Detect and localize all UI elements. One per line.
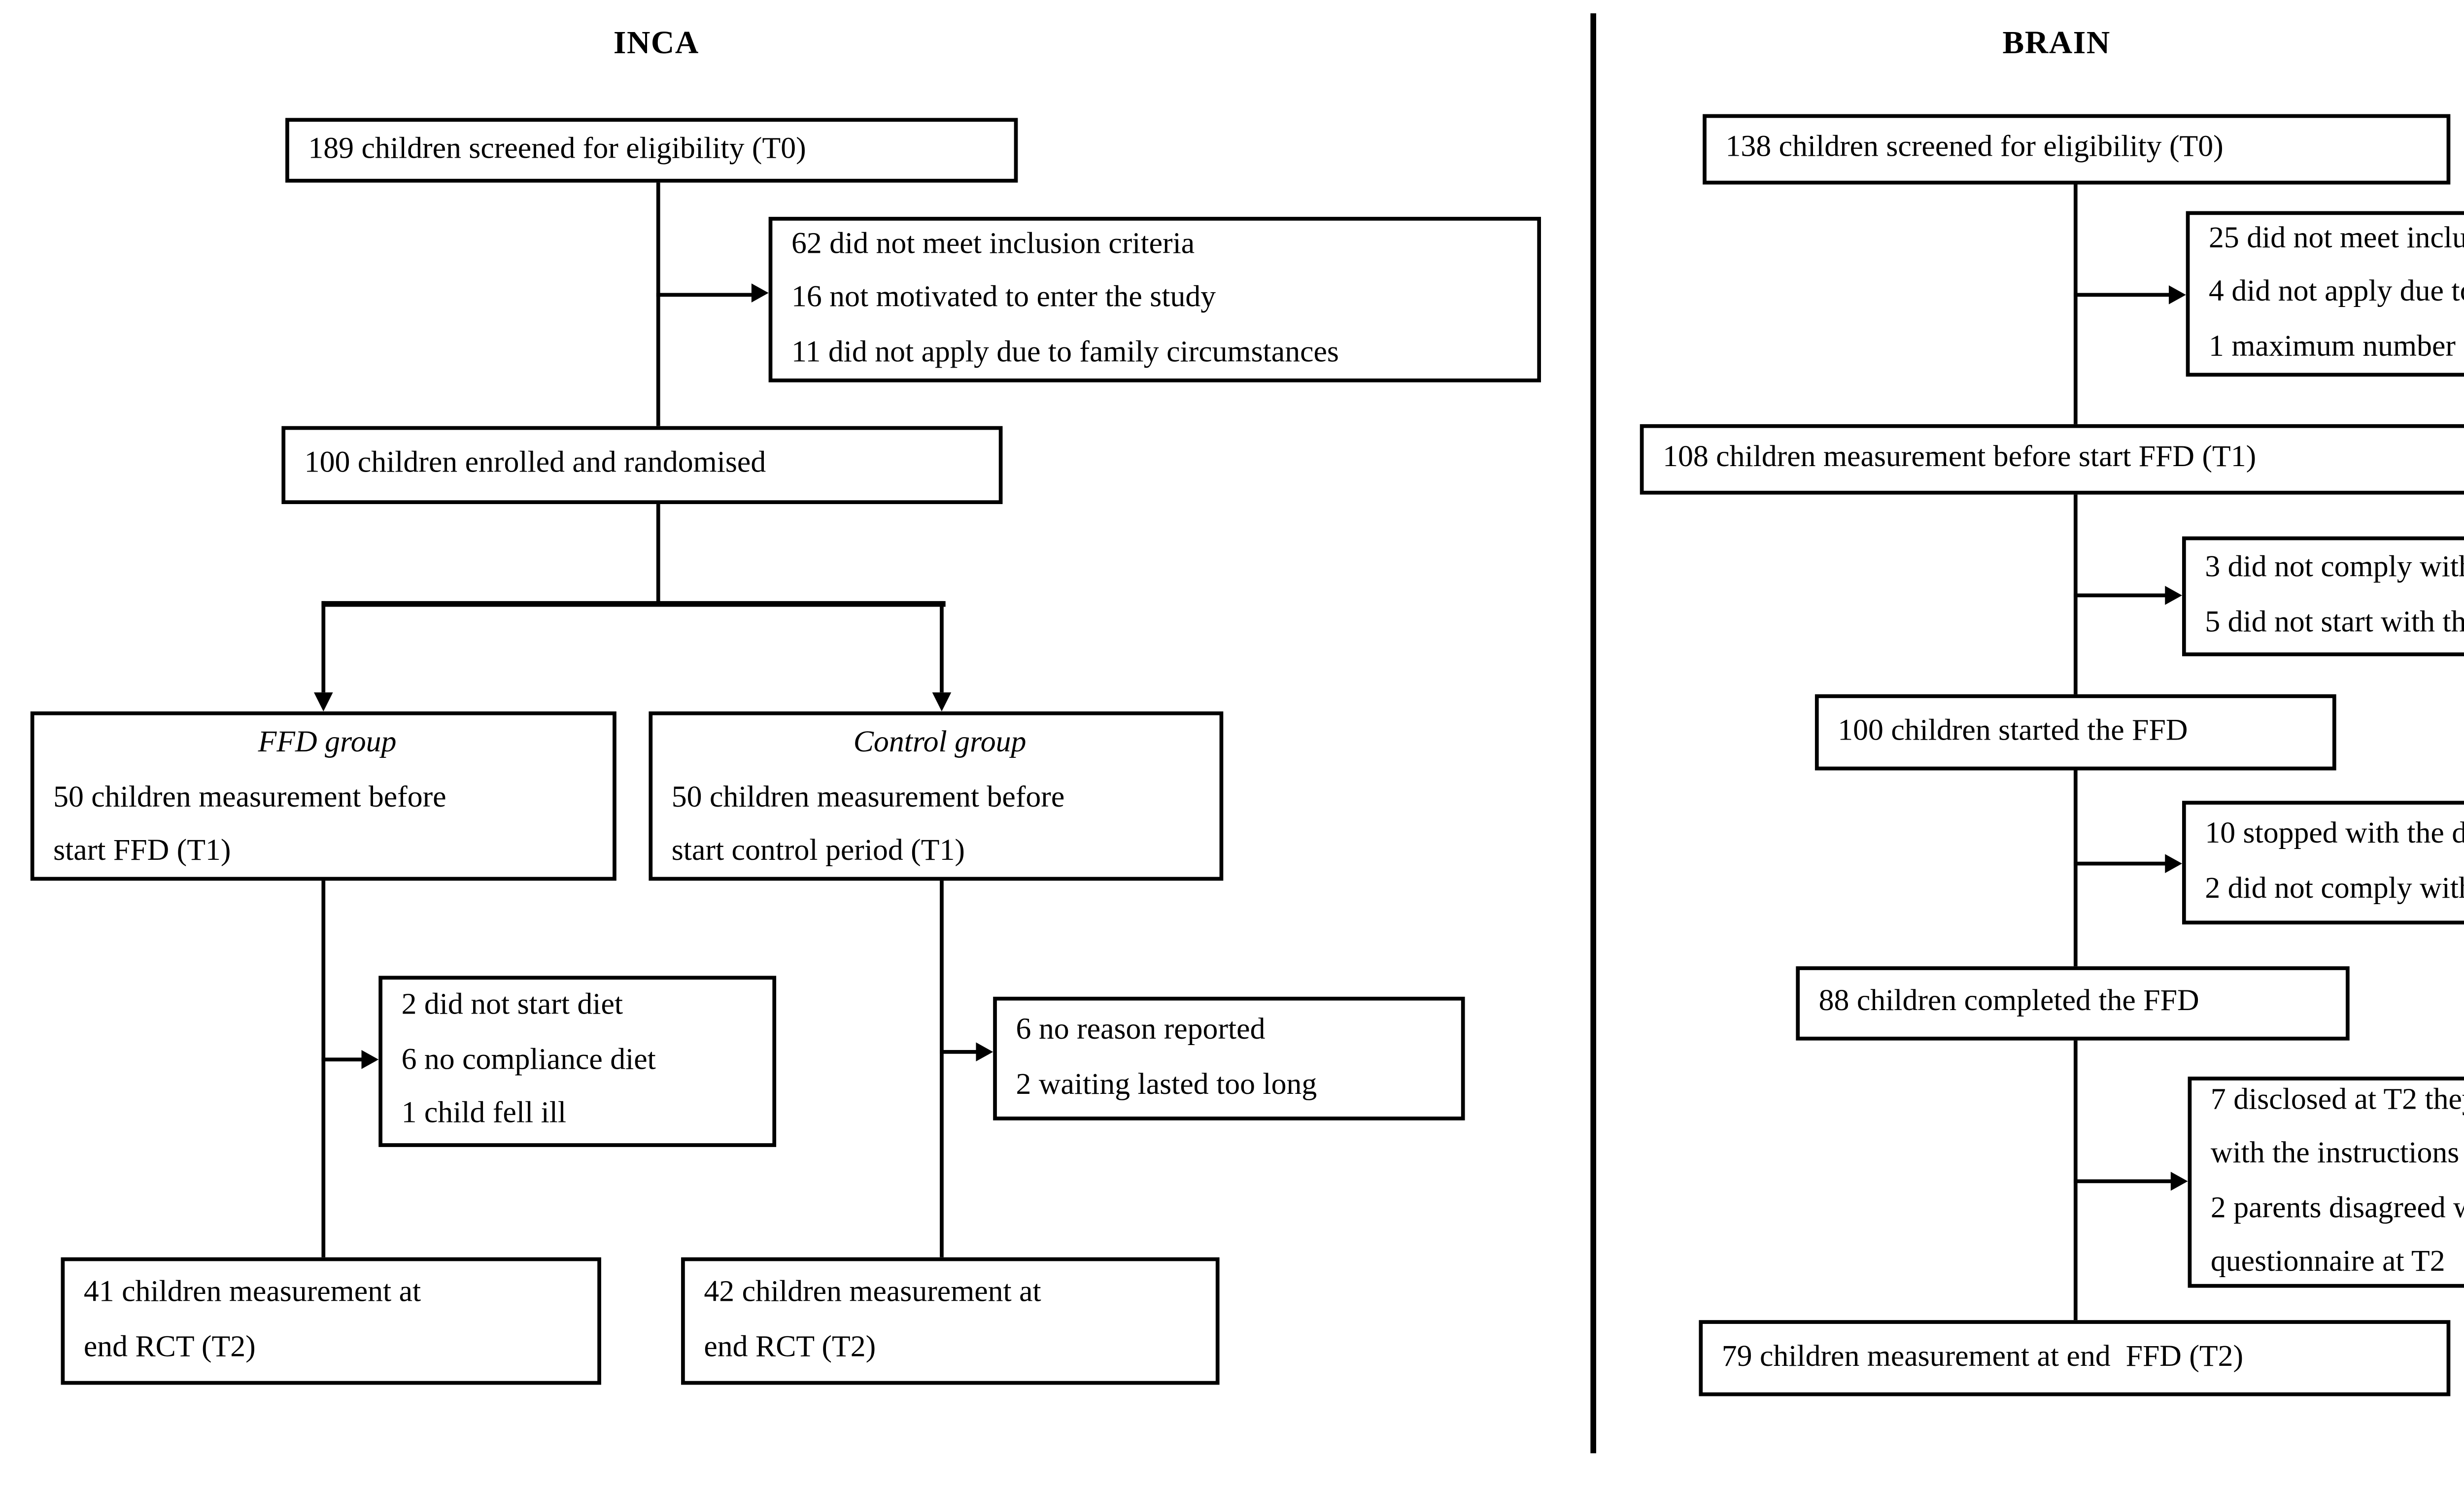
exclusion-line: 25 did not meet inclusion criteria: [2209, 222, 2464, 255]
inca-control-dropout-box: 6 no reason reported 2 waiting lasted to…: [993, 996, 1465, 1120]
inca-control-end-box: 42 children measurement at end RCT (T2): [681, 1257, 1220, 1385]
end-line: 41 children measurement at: [83, 1276, 421, 1309]
arrowhead-right-icon: [2165, 585, 2182, 604]
connector-line: [656, 182, 660, 426]
inca-ffd-end-box: 41 children measurement at end RCT (T2): [61, 1257, 601, 1385]
exclusion-line: 10 stopped with the diet: [2205, 818, 2464, 850]
brain-title: BRAIN: [2002, 25, 2111, 61]
inca-ffd-group-box: FFD group 50 children measurement before…: [30, 711, 616, 881]
dropout-line: 6 no reason reported: [1016, 1014, 1266, 1047]
connector-line: [940, 601, 944, 693]
control-group-line: start control period (T1): [671, 835, 965, 868]
dropout-line: 1 child fell ill: [401, 1098, 567, 1131]
arrowhead-right-icon: [2170, 1171, 2188, 1190]
inca-enrolled-box: 100 children enrolled and randomised: [281, 426, 1003, 505]
brain-started-box: 100 children started the FFD: [1814, 694, 2336, 771]
connector-line: [2073, 770, 2078, 967]
branch-bar: [321, 601, 946, 607]
exclusion-line: 11 did not apply due to family circumsta…: [791, 336, 1339, 369]
inca-control-group-box: Control group 50 children measurement be…: [649, 711, 1224, 881]
exclusion-line: 3 did not comply with the instructions: [2205, 551, 2464, 584]
connector-line: [940, 1050, 982, 1054]
end-line: end RCT (T2): [704, 1330, 876, 1363]
arrowhead-right-icon: [751, 283, 769, 303]
ffd-group-line: start FFD (T1): [53, 835, 231, 868]
arrowhead-right-icon: [2165, 853, 2182, 873]
brain-not-started-box: 3 did not comply with the instructions 5…: [2182, 536, 2464, 656]
control-group-line: 50 children measurement before: [671, 780, 1065, 813]
brain-end-box: 79 children measurement at end FFD (T2): [1699, 1320, 2451, 1396]
brain-before-start-text: 108 children measurement before start FF…: [1663, 441, 2257, 474]
brain-excluded-t2-box: 7 disclosed at T2 they had not complied …: [2188, 1077, 2464, 1288]
exclusion-line: 5 did not start with the diet: [2205, 606, 2464, 639]
brain-screened-box: 138 children screened for eligibility (T…: [1703, 114, 2451, 185]
inca-exclusion-screening-box: 62 did not meet inclusion criteria 16 no…: [768, 217, 1541, 382]
dropout-line: 6 no compliance diet: [401, 1044, 656, 1077]
brain-completed-box: 88 children completed the FFD: [1796, 966, 2350, 1041]
connector-line: [2073, 293, 2171, 297]
dropout-line: 2 waiting lasted too long: [1016, 1068, 1317, 1101]
dropout-line: 2 did not start diet: [401, 989, 623, 1022]
end-line: end RCT (T2): [83, 1330, 256, 1363]
ffd-group-line: 50 children measurement before: [53, 780, 446, 813]
connector-line: [321, 1057, 368, 1062]
brain-exclusion-screening-box: 25 did not meet inclusion criteria 4 did…: [2186, 211, 2464, 377]
connector-line: [321, 601, 326, 693]
exclusion-line: 2 parents disagreed when answering the: [2210, 1191, 2464, 1224]
control-group-heading: Control group: [853, 726, 1027, 759]
exclusion-line: 2 did not comply with the instructions: [2205, 872, 2464, 905]
brain-screened-text: 138 children screened for eligibility (T…: [1725, 132, 2224, 164]
arrowhead-down-icon: [313, 692, 332, 711]
connector-line: [940, 880, 944, 1257]
connector-line: [2073, 861, 2167, 866]
ffd-group-heading: FFD group: [258, 726, 397, 759]
connector-line: [656, 292, 755, 296]
connector-line: [2073, 184, 2078, 424]
arrowhead-right-icon: [361, 1049, 379, 1068]
inca-title: INCA: [613, 25, 699, 61]
exclusion-line: 4 did not apply due to family circumstan…: [2209, 276, 2464, 309]
exclusion-line: 16 not motivated to enter the study: [791, 282, 1216, 314]
connector-line: [321, 880, 326, 1257]
end-line: 42 children measurement at: [704, 1276, 1041, 1309]
arrowhead-right-icon: [976, 1041, 993, 1061]
brain-completed-text: 88 children completed the FFD: [1818, 985, 2199, 1018]
connector-line: [2073, 593, 2167, 598]
inca-ffd-dropout-box: 2 did not start diet 6 no compliance die…: [378, 976, 777, 1147]
arrowhead-right-icon: [2168, 284, 2186, 304]
arrowhead-down-icon: [931, 692, 951, 711]
brain-started-text: 100 children started the FFD: [1838, 714, 2188, 747]
brain-end-text: 79 children measurement at end FFD (T2): [1721, 1340, 2244, 1373]
exclusion-line: 1 maximum number of participants reached: [2209, 330, 2464, 363]
connector-line: [2073, 1179, 2173, 1184]
inca-enrolled-text: 100 children enrolled and randomised: [304, 447, 766, 480]
connector-line: [656, 504, 660, 603]
exclusion-line: with the instructions: [2210, 1137, 2460, 1170]
brain-stopped-box: 10 stopped with the diet 2 did not compl…: [2182, 801, 2464, 925]
exclusion-line: questionnaire at T2: [2210, 1246, 2445, 1279]
inca-screened-text: 189 children screened for eligibility (T…: [308, 133, 806, 165]
exclusion-line: 7 disclosed at T2 they had not complied: [2210, 1083, 2464, 1116]
panel-divider: [1590, 13, 1596, 1454]
brain-before-start-box: 108 children measurement before start FF…: [1640, 424, 2464, 495]
exclusion-line: 62 did not meet inclusion criteria: [791, 228, 1195, 260]
inca-screened-box: 189 children screened for eligibility (T…: [285, 118, 1018, 183]
